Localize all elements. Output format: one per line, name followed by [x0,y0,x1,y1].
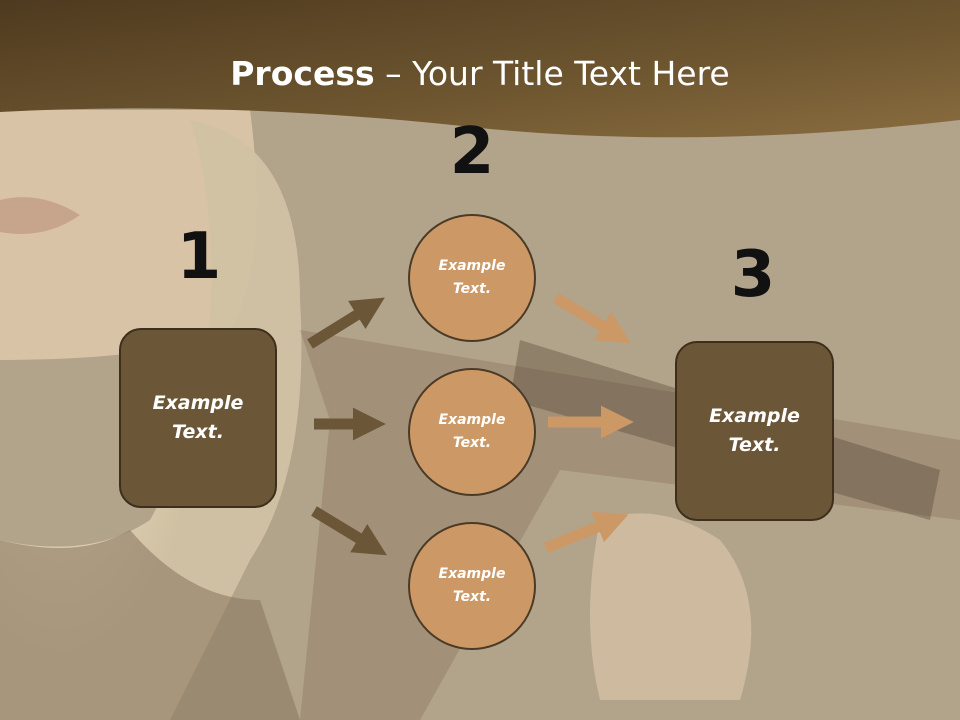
step-1-box-text: Example Text. [152,392,244,443]
step-number-3: 3 [730,238,776,312]
step-1-box: Example Text. [119,328,277,508]
circle-top-text: Example Text. [438,258,506,297]
circle-bottom-text: Example Text. [438,566,506,605]
step-3-box-text: Example Text. [709,405,800,456]
step-2-circle-bottom: Example Text. [408,522,536,650]
step-number-2: 2 [449,115,495,189]
step-2-circle-middle: Example Text. [408,368,536,496]
step-number-1: 1 [176,220,222,294]
slide-title: Process – Your Title Text Here [0,52,960,96]
step-2-circle-top: Example Text. [408,214,536,342]
title-rest-part: – Your Title Text Here [374,54,730,93]
circle-middle-text: Example Text. [438,412,506,451]
step-3-box: Example Text. [675,341,834,521]
title-bold-part: Process [230,54,375,93]
